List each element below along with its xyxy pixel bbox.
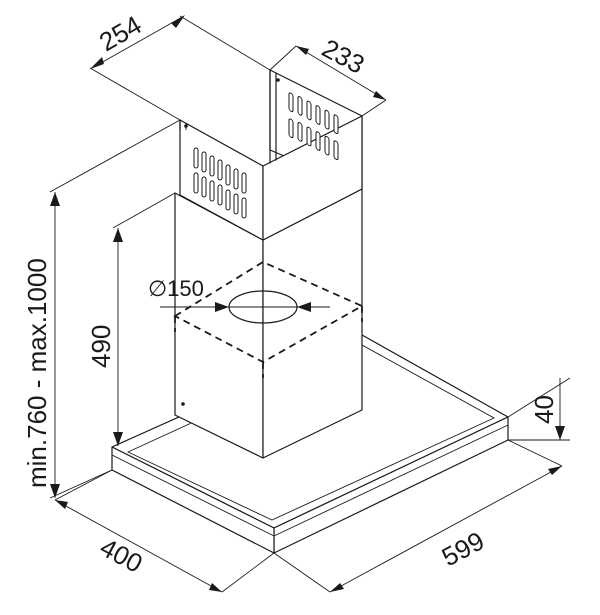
extension-line — [273, 552, 331, 593]
extension-line — [89, 67, 181, 121]
extension-line — [361, 99, 387, 117]
extension-line — [179, 15, 271, 71]
dimension-line — [329, 465, 563, 593]
dim-lower-chimney-height: 490 — [86, 192, 176, 446]
dim-chimney-width: 254 — [89, 10, 271, 121]
upper-chimney — [179, 69, 363, 241]
dim-label-40: 40 — [529, 395, 559, 424]
arrow-head — [55, 500, 68, 509]
arrow-head — [296, 46, 309, 55]
arrow-head — [50, 484, 60, 498]
dim-label-total-height: min.760 - max.1000 — [22, 258, 52, 488]
arrow-head — [171, 15, 185, 28]
dim-label-400: 400 — [95, 532, 147, 579]
dimension-line — [295, 45, 387, 101]
hood-edge-line — [111, 454, 275, 537]
arrow-head — [50, 192, 60, 206]
screw-dot — [184, 124, 188, 128]
hood-edge-line — [273, 424, 509, 537]
extension-line — [54, 469, 113, 501]
arrow-head — [297, 302, 311, 312]
extension-line — [269, 45, 297, 71]
vent-slots-back — [288, 92, 339, 161]
dim-hood-thickness: 40 — [507, 377, 571, 441]
dim-label-233: 233 — [317, 33, 369, 80]
arrow-head — [373, 91, 386, 100]
dim-label-diameter: ∅150 — [148, 276, 204, 301]
arrow-head — [113, 432, 123, 446]
dim-label-599: 599 — [437, 525, 489, 572]
dimension-line — [91, 15, 185, 69]
dim-label-254: 254 — [94, 10, 147, 58]
extension-line — [112, 192, 176, 229]
arrow-head — [209, 583, 222, 592]
arrow-head — [215, 302, 229, 312]
vent-slots-left — [193, 147, 247, 219]
dim-duct-diameter: ∅150 — [148, 276, 311, 312]
arrow-head — [113, 228, 123, 242]
arrow-head — [548, 466, 562, 475]
extension-line — [507, 439, 563, 467]
lower-chimney — [160, 188, 364, 459]
extension-line — [49, 469, 113, 499]
dimension-line — [54, 499, 223, 593]
extension-line — [49, 119, 181, 193]
screw-dot — [181, 402, 185, 406]
dim-total-height: min.760 - max.1000 — [22, 119, 181, 499]
arrow-head — [330, 583, 344, 592]
screw-dot — [276, 78, 280, 82]
arrow-head — [90, 57, 104, 69]
arrow-head — [555, 426, 565, 440]
extension-line — [221, 552, 275, 593]
dim-label-490: 490 — [86, 325, 116, 368]
